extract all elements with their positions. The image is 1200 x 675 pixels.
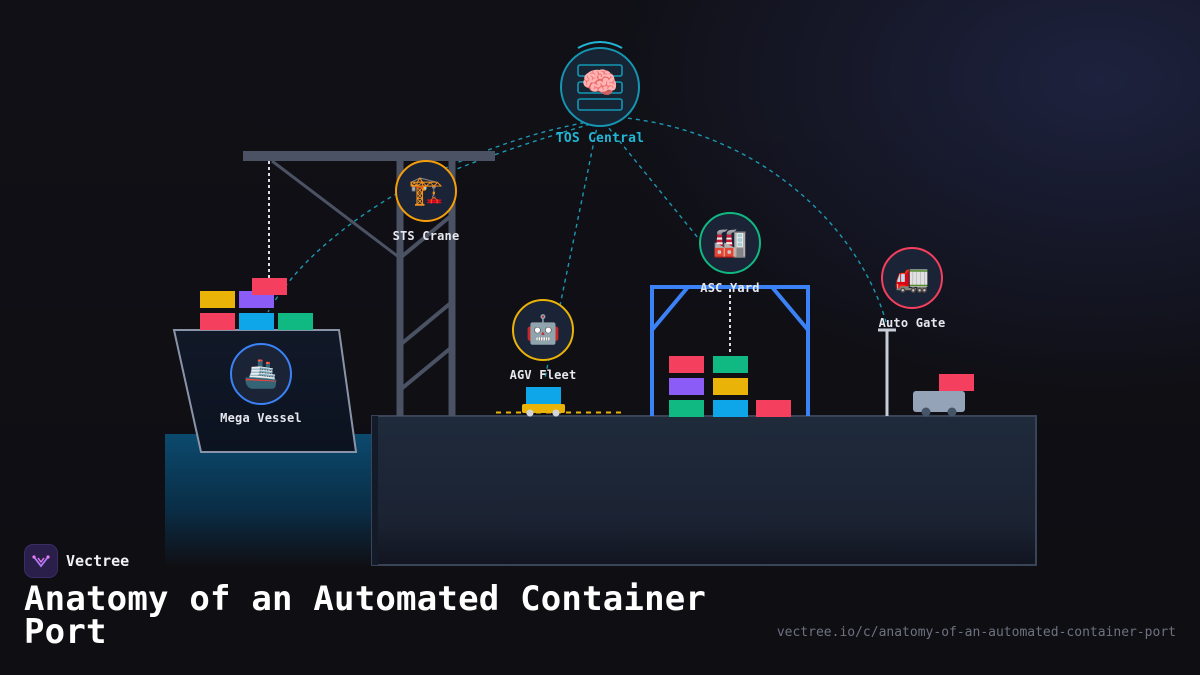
- container: [713, 378, 748, 395]
- node-label-agv-fleet: AGV Fleet: [509, 368, 577, 382]
- container: [200, 291, 235, 308]
- vessel-containers: [200, 278, 313, 330]
- node-label-auto-gate: Auto Gate: [878, 316, 946, 330]
- ship-icon: 🚢: [230, 343, 292, 405]
- quay-platform: [371, 415, 1037, 566]
- truck-icon: 🚛: [881, 247, 943, 309]
- signal-arc-icon: [577, 41, 623, 49]
- tos-node-ring: [560, 47, 640, 127]
- container: [200, 313, 235, 330]
- node-label-mega-vessel: Mega Vessel: [220, 411, 302, 425]
- container: [669, 400, 704, 417]
- brain-icon: 🧠: [581, 66, 619, 101]
- sts-crane-structure: [243, 151, 495, 416]
- page-title: Anatomy of an Automated Container Port: [24, 579, 707, 652]
- factory-icon: 🏭: [699, 212, 761, 274]
- container: [239, 313, 274, 330]
- yard-containers: [669, 356, 791, 417]
- agv-vehicle: [496, 387, 624, 417]
- container: [713, 400, 748, 417]
- container: [239, 291, 274, 308]
- container: [756, 400, 791, 417]
- node-label-sts-crane: STS Crane: [392, 229, 460, 243]
- container: [252, 278, 287, 295]
- robot-icon: 🤖: [512, 299, 574, 361]
- crane-icon: 🏗️: [395, 160, 457, 222]
- auto-gate-post: [878, 328, 896, 416]
- asc-gantry: [650, 285, 810, 416]
- node-label-tos-central: TOS Central: [555, 131, 645, 146]
- server-rack-icon: [577, 64, 623, 111]
- link-tos-gate: [603, 115, 887, 323]
- gate-truck: [913, 374, 974, 417]
- quay-edge: [372, 416, 378, 565]
- container: [278, 313, 313, 330]
- source-url[interactable]: vectree.io/c/anatomy-of-an-automated-con…: [776, 625, 1176, 640]
- brand: Vectree: [24, 544, 129, 578]
- container: [669, 378, 704, 395]
- vectree-logo-icon: [24, 544, 58, 578]
- brand-name: Vectree: [66, 552, 130, 570]
- container: [713, 356, 748, 373]
- node-label-asc-yard: ASC Yard: [700, 281, 760, 295]
- container: [669, 356, 704, 373]
- water: [165, 434, 375, 565]
